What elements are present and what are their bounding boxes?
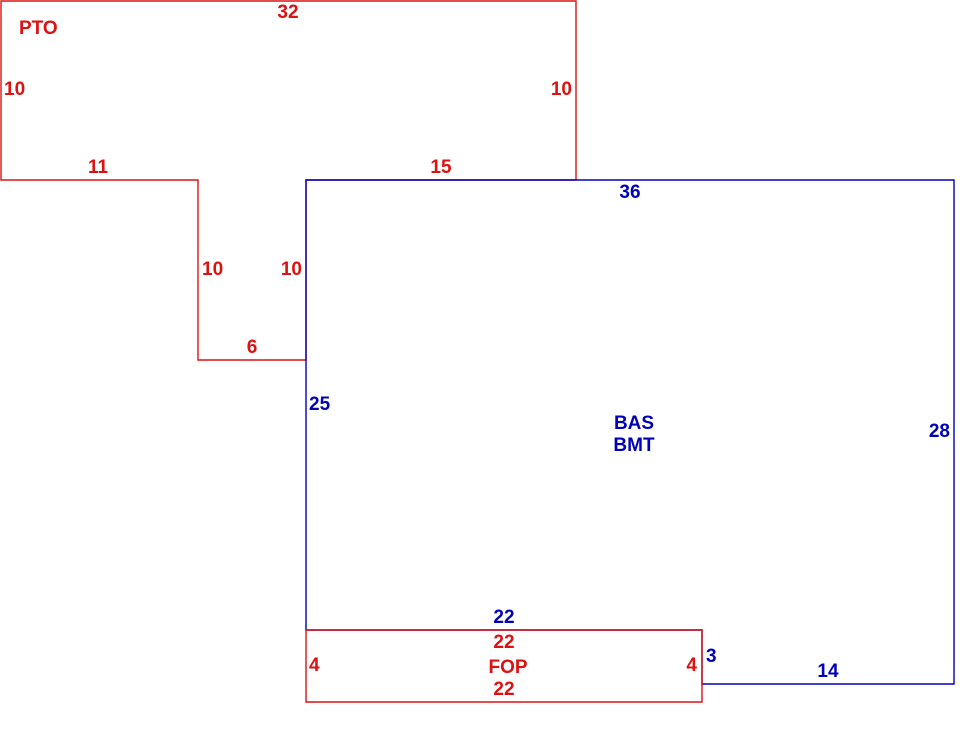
pto-dim-bottom-left: 11 xyxy=(88,157,109,178)
pto-area-label: PTO xyxy=(19,18,58,39)
pto-dim-step-outer: 10 xyxy=(202,259,223,280)
pto-dim-top: 32 xyxy=(277,2,298,23)
fop-dim-bottom: 22 xyxy=(493,679,514,700)
pto-dim-left: 10 xyxy=(4,79,25,100)
fop-outline xyxy=(305,629,703,703)
bas-dim-top: 36 xyxy=(619,182,640,203)
fop-area-label: FOP xyxy=(488,657,527,678)
pto-dim-step-inner: 10 xyxy=(281,259,302,280)
pto-dim-bottom-right: 15 xyxy=(430,157,452,178)
bas-dim-left: 25 xyxy=(309,394,331,415)
bas-dim-notch-side: 3 xyxy=(706,646,717,667)
bmt-area-label: BMT xyxy=(613,435,655,456)
fop-dim-top: 22 xyxy=(493,632,514,653)
bas-dim-bottom-right: 14 xyxy=(817,661,839,682)
bas-area-label: BAS xyxy=(614,413,654,434)
fop-dim-right: 4 xyxy=(686,655,697,676)
pto-dim-right: 10 xyxy=(551,79,572,100)
pto-dim-step-bottom: 6 xyxy=(247,337,258,358)
bas-dim-right: 28 xyxy=(929,421,950,442)
fop-dim-left: 4 xyxy=(309,655,320,676)
bas-dim-bottom-left: 22 xyxy=(493,607,514,628)
